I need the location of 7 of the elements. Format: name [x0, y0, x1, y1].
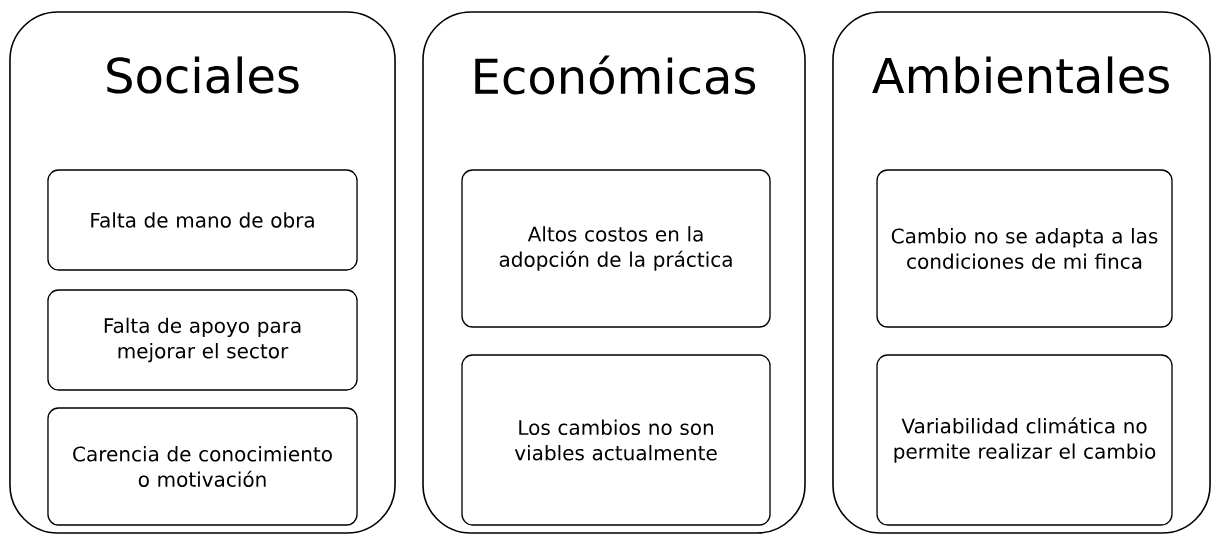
item-box: Carencia de conocimiento o motivación: [47, 407, 358, 526]
item-box: Cambio no se adapta a las condiciones de mi finca: [876, 169, 1173, 328]
item-box: Los cambios no son viables actualmente: [461, 354, 771, 526]
item-box: Variabilidad climática no permite realizar el cambio: [876, 354, 1173, 526]
item-box: Falta de apoyo para mejorar el sector: [47, 289, 358, 391]
item-box: Altos costos en la adopción de la práctica: [461, 169, 771, 328]
item-box: Falta de mano de obra: [47, 169, 358, 271]
